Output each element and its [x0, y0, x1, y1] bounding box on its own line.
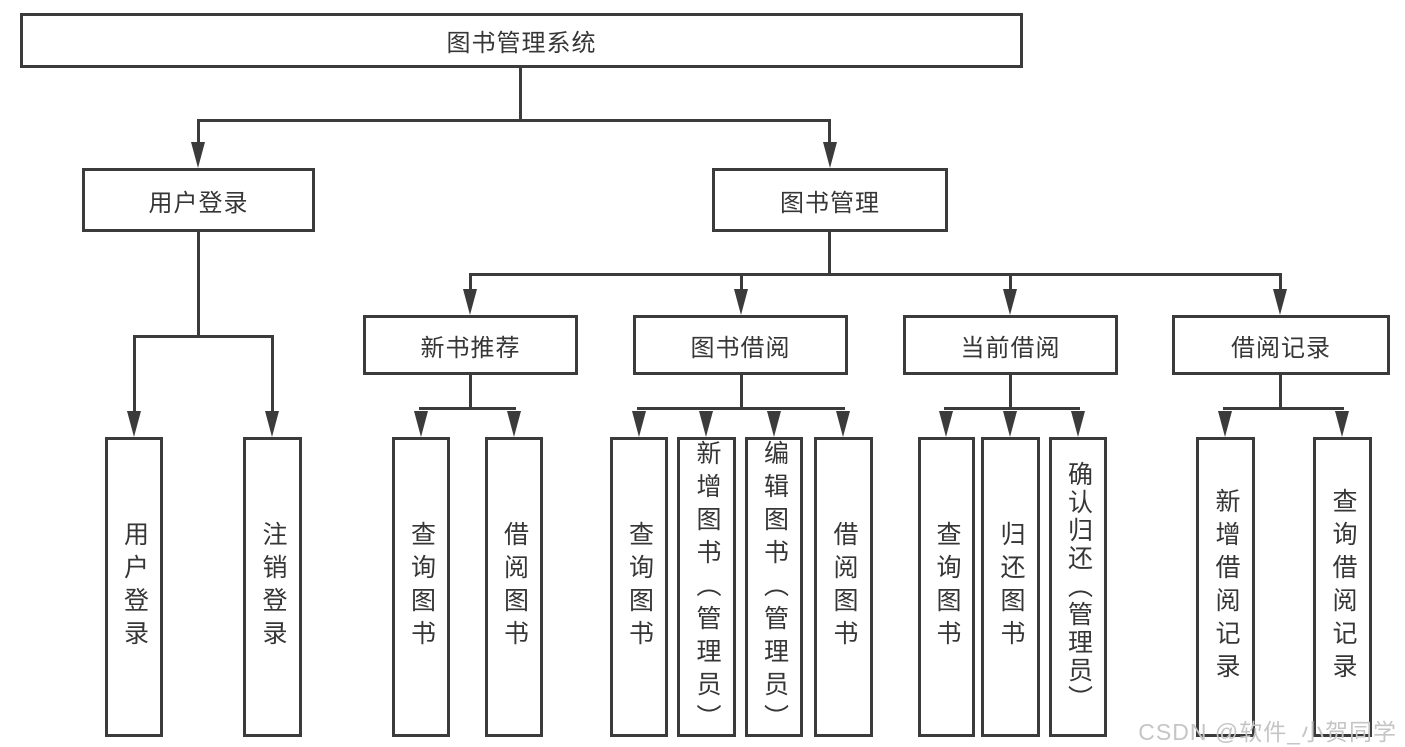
arrowhead-down-icon	[265, 411, 279, 437]
node-label: 查询图书	[625, 521, 654, 653]
arrowhead-down-icon	[1335, 411, 1349, 437]
arrowhead-down-icon	[1218, 411, 1232, 437]
node-label: 查询借阅记录	[1329, 488, 1357, 686]
node-label: 新增图书（管理员）	[693, 440, 721, 737]
node-label: 编辑图书（管理员）	[760, 440, 789, 737]
arrowhead-down-icon	[939, 411, 953, 437]
connector-current-borrow-bar	[944, 407, 1080, 410]
connector-drop-new-book-recommend	[469, 273, 472, 289]
node-label: 借阅图书	[830, 521, 858, 653]
arrowhead-down-icon	[1273, 289, 1287, 315]
connector-book-management-bar	[469, 273, 1282, 276]
node-label: 借阅记录	[1231, 334, 1331, 362]
arrowhead-down-icon	[823, 142, 837, 168]
node-book-borrow: 图书借阅	[633, 315, 848, 375]
arrowhead-down-icon	[127, 411, 141, 437]
connector-new-book-recommend-stem	[469, 373, 472, 407]
arrowhead-down-icon	[507, 411, 521, 437]
arrowhead-down-icon	[734, 289, 748, 315]
node-leaf-borrow-book-recommend: 借阅图书	[485, 437, 543, 737]
node-label: 查询图书	[407, 521, 436, 653]
node-leaf-confirm-return-admin: 确认归还（管理员）	[1049, 437, 1107, 737]
node-new-book-recommend: 新书推荐	[363, 315, 578, 375]
arrowhead-down-icon	[699, 411, 713, 437]
arrowhead-down-icon	[191, 142, 205, 168]
node-label: 用户登录	[148, 189, 249, 217]
node-leaf-add-borrow-record: 新增借阅记录	[1196, 437, 1255, 737]
node-label: 归还图书	[997, 521, 1025, 653]
node-label: 新增借阅记录	[1212, 488, 1240, 686]
connector-drop-current-borrow	[1009, 273, 1012, 289]
connector-book-management-stem	[828, 232, 831, 273]
node-label: 确认归还（管理员）	[1064, 461, 1093, 713]
connector-drop-leaf-user-login	[133, 335, 136, 411]
node-label: 图书管理系统	[446, 30, 597, 57]
connector-book-borrow-bar	[637, 407, 845, 410]
node-label: 图书管理	[780, 189, 880, 217]
connector-drop-user-login	[197, 119, 200, 143]
connector-root-stem	[519, 68, 522, 120]
node-current-borrow: 当前借阅	[903, 315, 1118, 375]
arrowhead-down-icon	[632, 411, 646, 437]
node-leaf-user-login: 用户登录	[105, 437, 163, 737]
node-leaf-edit-book-admin: 编辑图书（管理员）	[745, 437, 803, 737]
connector-drop-book-management	[828, 119, 831, 143]
connector-user-login-stem	[197, 232, 200, 335]
node-leaf-return-book: 归还图书	[981, 437, 1040, 737]
node-leaf-query-book-recommend: 查询图书	[392, 437, 450, 737]
arrowhead-down-icon	[767, 411, 781, 437]
arrowhead-down-icon	[1003, 289, 1017, 315]
node-label: 用户登录	[120, 521, 149, 653]
arrowhead-down-icon	[836, 411, 850, 437]
node-label: 图书借阅	[690, 334, 791, 362]
node-book-management: 图书管理	[712, 168, 948, 232]
node-leaf-add-book-admin: 新增图书（管理员）	[677, 437, 736, 737]
node-leaf-logout: 注销登录	[243, 437, 302, 737]
arrowhead-down-icon	[1003, 411, 1017, 437]
connector-borrow-records-stem	[1279, 373, 1282, 407]
connector-new-book-recommend-bar	[419, 407, 516, 410]
node-label: 注销登录	[259, 521, 287, 653]
connector-book-borrow-stem	[740, 373, 743, 407]
connector-drop-book-borrow	[740, 273, 743, 289]
connector-user-login-bar	[133, 335, 274, 338]
arrowhead-down-icon	[463, 289, 477, 315]
connector-root-bar	[197, 119, 831, 122]
node-label: 新书推荐	[420, 334, 521, 362]
node-leaf-query-book-borrow: 查询图书	[610, 437, 668, 737]
node-leaf-query-book-current: 查询图书	[918, 437, 975, 737]
connector-drop-borrow-records	[1279, 273, 1282, 289]
arrowhead-down-icon	[414, 411, 428, 437]
node-library-system: 图书管理系统	[20, 13, 1023, 68]
connector-drop-leaf-logout	[271, 335, 274, 411]
node-label: 查询图书	[933, 521, 961, 653]
connector-current-borrow-stem	[1009, 373, 1012, 407]
node-leaf-query-borrow-record: 查询借阅记录	[1313, 437, 1372, 737]
connector-borrow-records-bar	[1223, 407, 1344, 410]
node-label: 借阅图书	[500, 521, 529, 653]
node-leaf-borrow-book-borrow: 借阅图书	[814, 437, 873, 737]
node-user-login: 用户登录	[82, 168, 315, 232]
csdn-watermark: CSDN @软件_小贺同学	[1138, 719, 1397, 745]
arrowhead-down-icon	[1071, 411, 1085, 437]
node-borrow-records: 借阅记录	[1172, 315, 1390, 375]
node-label: 当前借阅	[960, 334, 1061, 362]
